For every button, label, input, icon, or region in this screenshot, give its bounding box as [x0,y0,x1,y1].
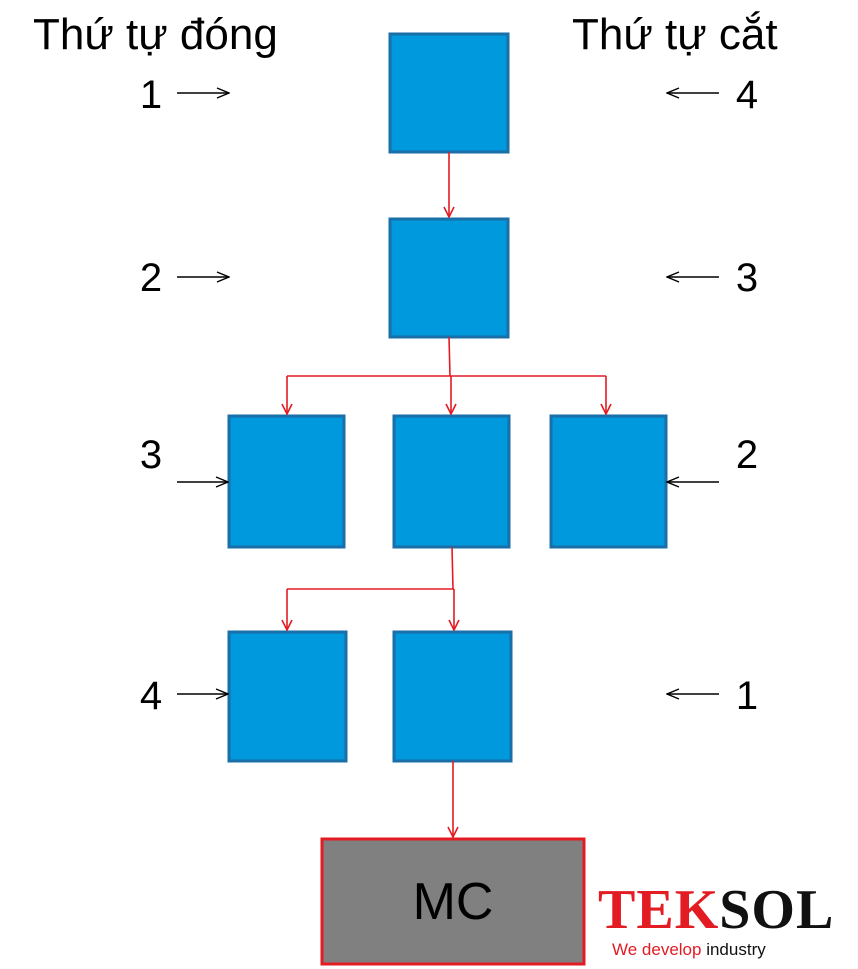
breaker-box-level1 [388,32,510,154]
logo-name-part2: SOL [719,879,835,941]
close-order-heading: Thứ tự đóng [33,10,278,59]
mc-box [320,837,586,966]
mc-label: MC [412,873,494,931]
logo-name: TEKSOL [598,880,854,940]
close-number: 3 [139,433,163,477]
breaker-box-level2 [388,217,510,339]
breaker-box-level4-right [392,630,513,763]
close-number: 4 [139,674,163,718]
connector-2-trunk [448,336,451,377]
logo-tagline-part1: We develop [612,940,702,959]
breaker-box-level4-left [227,630,348,763]
teksol-logo: TEKSOL We develop industry [598,880,854,960]
logo-name-part1: TEK [598,879,720,941]
cut-number: 1 [735,674,759,718]
red-connectors [287,152,606,837]
sequence-arrows [177,93,719,694]
cut-number: 4 [735,73,759,117]
breaker-box-level3-left [227,414,346,549]
breaker-box-level3-right [549,414,668,549]
logo-tagline: We develop industry [612,940,854,960]
close-number: 2 [139,256,163,300]
cut-number: 3 [735,256,759,300]
connector-3-trunk [451,546,454,590]
cut-order-heading: Thứ tự cắt [572,10,778,59]
close-number: 1 [139,73,163,117]
cut-number: 2 [735,433,759,477]
breaker-box-level3-center [392,414,511,549]
logo-tagline-part2: industry [706,940,766,959]
